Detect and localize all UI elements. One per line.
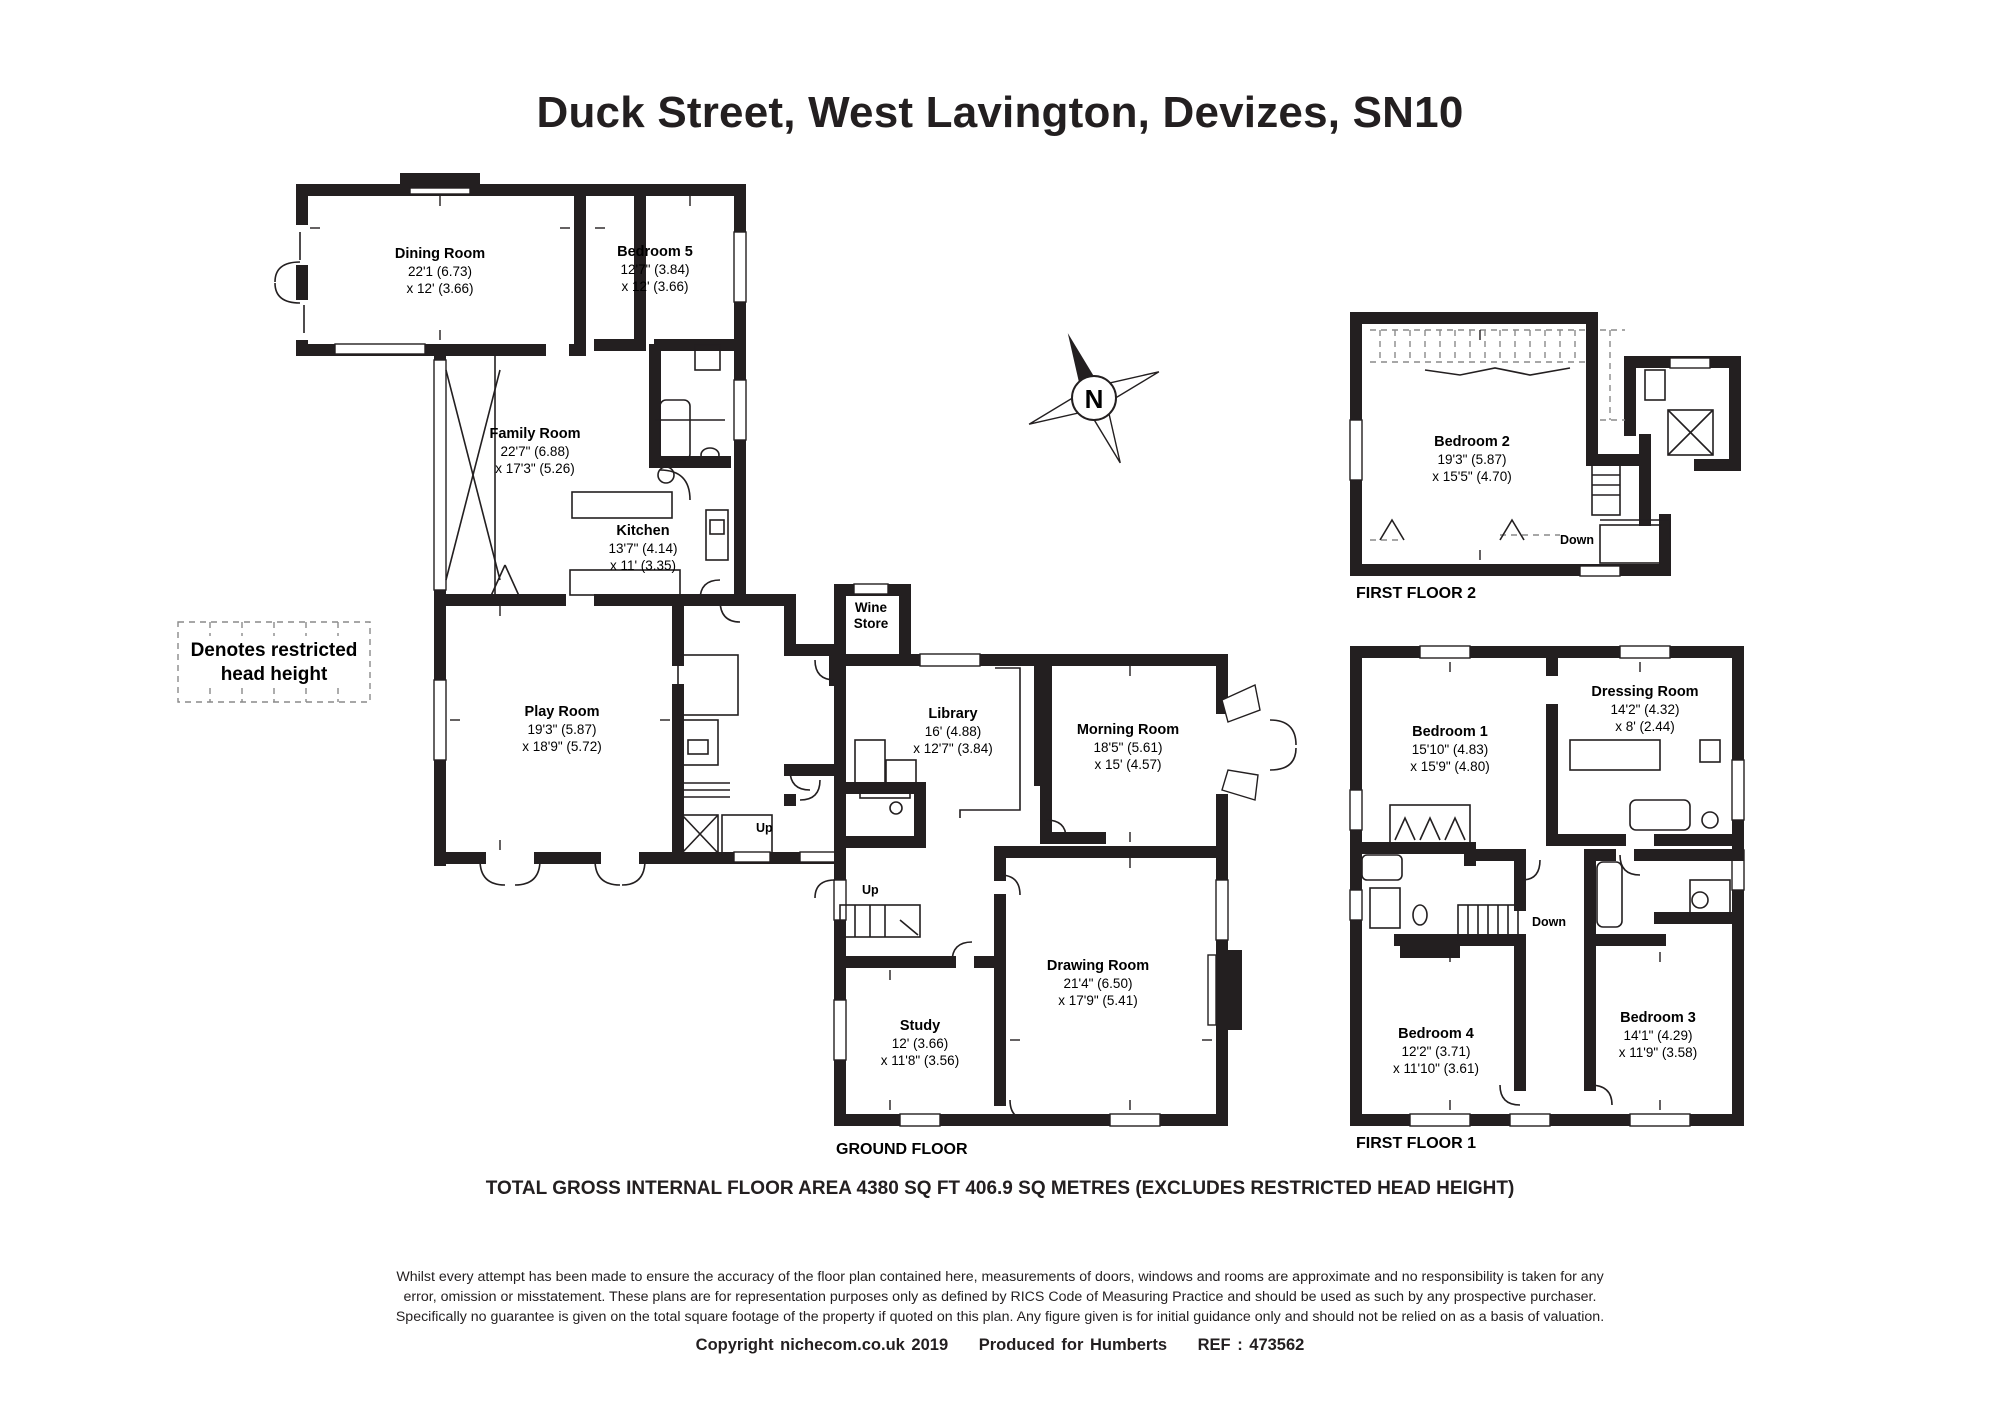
reference-text: REF : 473562 [1197,1336,1305,1354]
room-dim-2: x 17'9" (5.41) [1058,993,1137,1008]
room-family: Family Room 22'7" (6.88) x 17'3" (5.26) [489,426,580,476]
room-wine-store: Wine Store [854,600,889,631]
stair-up-label-1: Up [756,821,773,835]
room-name: Bedroom 1 [1412,724,1488,740]
room-dim-1: 15'10" (4.83) [1412,742,1488,757]
room-dim-1: 12' (3.66) [892,1036,949,1051]
room-dim-2: x 15'5" (4.70) [1432,469,1511,484]
room-name: Dressing Room [1591,684,1698,700]
room-dim-1: 19'3" (5.87) [1438,452,1507,467]
room-bedroom-4: Bedroom 4 12'2" (3.71) x 11'10" (3.61) [1393,1026,1479,1076]
disclaimer-line-1: Whilst every attempt has been made to en… [396,1269,1604,1285]
room-dim-2: x 11' (3.35) [610,558,676,573]
room-dim-1: 22'1 (6.73) [408,264,472,279]
floor-label-ground: GROUND FLOOR [836,1141,968,1158]
room-play: Play Room 19'3" (5.87) x 18'9" (5.72) [522,704,601,754]
room-dim-1: 14'1" (4.29) [1624,1028,1693,1043]
room-name: Bedroom 4 [1398,1026,1474,1042]
room-dim-2: x 8' (2.44) [1615,719,1675,734]
first-floor-1-plan: Down [1349,645,1745,1127]
legend-text-2: head height [221,664,328,685]
room-name: Library [928,706,977,722]
room-dim-2: x 11'9" (3.58) [1619,1045,1697,1060]
room-name: Play Room [525,704,600,720]
room-dressing: Dressing Room 14'2" (4.32) x 8' (2.44) [1591,684,1698,734]
plan-title: Duck Street, West Lavington, Devizes, SN… [536,88,1464,137]
copyright-text: Copyright nichecom.co.uk 2019 [695,1336,949,1354]
room-name: Dining Room [395,246,485,262]
room-dim-1: 22'7" (6.88) [501,444,570,459]
room-name: Family Room [489,426,580,442]
room-dim-1: 16' (4.88) [925,724,982,739]
disclaimer-line-3: Specifically no guarantee is given on th… [395,1309,1605,1325]
room-name: Bedroom 3 [1620,1010,1696,1026]
room-dim-2: x 11'8" (3.56) [881,1053,959,1068]
dimension-arrows [310,196,1661,1110]
room-dim-1: 21'4" (6.50) [1064,976,1133,991]
room-bedroom-3: Bedroom 3 14'1" (4.29) x 11'9" (3.58) [1619,1010,1697,1060]
room-name-1: Wine [855,600,888,615]
floor-label-first-2: FIRST FLOOR 2 [1356,585,1476,602]
room-kitchen: Kitchen 13'7" (4.14) x 11' (3.35) [609,523,678,573]
room-morning: Morning Room 18'5" (5.61) x 15' (4.57) [1077,722,1179,772]
room-dim-2: x 11'10" (3.61) [1393,1061,1479,1076]
room-study: Study 12' (3.66) x 11'8" (3.56) [881,1018,959,1068]
room-dim-2: x 12'7" (3.84) [913,741,992,756]
room-bedroom-5: Bedroom 5 12'7" (3.84) x 12' (3.66) [617,244,693,294]
room-dim-1: 19'3" (5.87) [528,722,597,737]
room-dining: Dining Room 22'1 (6.73) x 12' (3.66) [395,246,485,296]
room-name: Kitchen [616,523,669,539]
total-floor-area: TOTAL GROSS INTERNAL FLOOR AREA 4380 SQ … [485,1178,1515,1199]
room-dim-2: x 15'9" (4.80) [1410,759,1489,774]
room-bedroom-1: Bedroom 1 15'10" (4.83) x 15'9" (4.80) [1410,724,1489,774]
room-dim-1: 12'7" (3.84) [621,262,690,277]
floor-label-first-1: FIRST FLOOR 1 [1356,1135,1476,1152]
compass-rose: N [1028,333,1160,464]
produced-for-text: Produced for Humberts [978,1336,1168,1354]
room-dim-2: x 18'9" (5.72) [522,739,601,754]
room-name: Drawing Room [1047,958,1149,974]
room-dim-1: 14'2" (4.32) [1611,702,1680,717]
footer-credits: Copyright nichecom.co.uk 2019 Produced f… [0,1336,2000,1355]
room-name: Study [900,1018,940,1034]
room-dim-2: x 17'3" (5.26) [495,461,574,476]
stair-down-label-1: Down [1532,915,1566,929]
room-name-2: Store [854,616,889,631]
room-drawing: Drawing Room 21'4" (6.50) x 17'9" (5.41) [1047,958,1149,1008]
room-name: Morning Room [1077,722,1179,738]
disclaimer: Whilst every attempt has been made to en… [290,1267,1710,1327]
room-dim-2: x 12' (3.66) [621,279,688,294]
compass-north-label: N [1085,384,1104,414]
restricted-eaves [1370,329,1625,541]
room-library: Library 16' (4.88) x 12'7" (3.84) [913,706,992,756]
stair-down-label-2: Down [1560,533,1594,547]
room-dim-2: x 15' (4.57) [1094,757,1161,772]
first-floor-2-plan: Down [1349,312,1741,577]
ground-floor-plan [274,173,1297,1127]
room-dim-2: x 12' (3.66) [406,281,473,296]
room-name: Bedroom 2 [1434,434,1510,450]
room-dim-1: 13'7" (4.14) [609,541,678,556]
room-dim-1: 18'5" (5.61) [1094,740,1163,755]
legend-text-1: Denotes restricted [191,640,358,661]
disclaimer-line-2: error, omission or misstatement. These p… [403,1289,1597,1305]
stair-up-label-2: Up [862,883,879,897]
restricted-height-legend: Denotes restricted head height [177,621,371,703]
room-name: Bedroom 5 [617,244,693,260]
room-dim-1: 12'2" (3.71) [1402,1044,1471,1059]
room-bedroom-2: Bedroom 2 19'3" (5.87) x 15'5" (4.70) [1432,434,1511,484]
